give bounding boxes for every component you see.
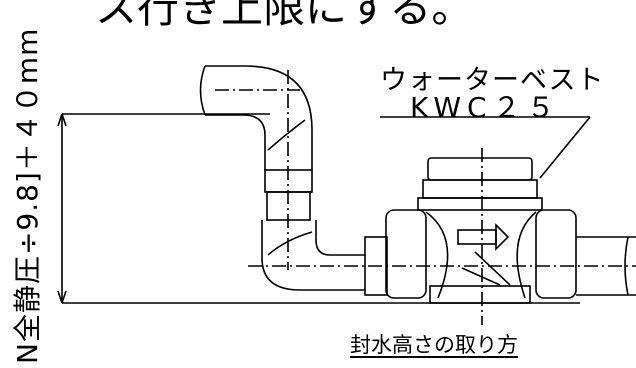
drain-pipe bbox=[199, 65, 388, 296]
trap-partition-2 bbox=[461, 267, 501, 286]
elbow-edge-upper bbox=[267, 119, 306, 151]
trap-cap-base bbox=[417, 197, 543, 211]
outlet-pipe-lines bbox=[576, 236, 636, 296]
trap-right-flange bbox=[535, 209, 577, 299]
trap-cap-top bbox=[427, 157, 533, 181]
trap-left-flange bbox=[385, 209, 427, 299]
trap-base bbox=[429, 285, 531, 304]
arrow-up-icon bbox=[57, 113, 67, 127]
lower-elbow bbox=[261, 220, 365, 291]
dimension-lines bbox=[57, 113, 580, 304]
flow-arrow-head-icon bbox=[495, 223, 510, 251]
outlet-cut bbox=[624, 236, 629, 296]
caption-label: 封水高さの取り方 bbox=[350, 333, 518, 357]
dimension-label: N全静圧÷9.8]＋４０mm bbox=[11, 27, 44, 364]
elbow-edge-lower bbox=[267, 231, 313, 256]
callout-leader-line bbox=[539, 116, 591, 179]
water-trap-body bbox=[385, 148, 577, 325]
upper-elbow bbox=[205, 65, 313, 170]
trap-bowl bbox=[425, 211, 537, 299]
arrow-down-icon bbox=[57, 290, 67, 304]
callout-leader bbox=[380, 116, 591, 179]
flow-arrow-icon bbox=[457, 229, 497, 245]
product-name-label: ウォーターベスト bbox=[380, 65, 605, 96]
pipe-cut-left bbox=[199, 65, 206, 116]
trap-cap-ring bbox=[422, 179, 538, 199]
heading-text: ス行き上限にする。 bbox=[95, 0, 474, 32]
trap-partition bbox=[474, 251, 511, 286]
model-code-label: KWC２５ bbox=[410, 91, 561, 124]
outlet-pipe bbox=[248, 236, 636, 296]
